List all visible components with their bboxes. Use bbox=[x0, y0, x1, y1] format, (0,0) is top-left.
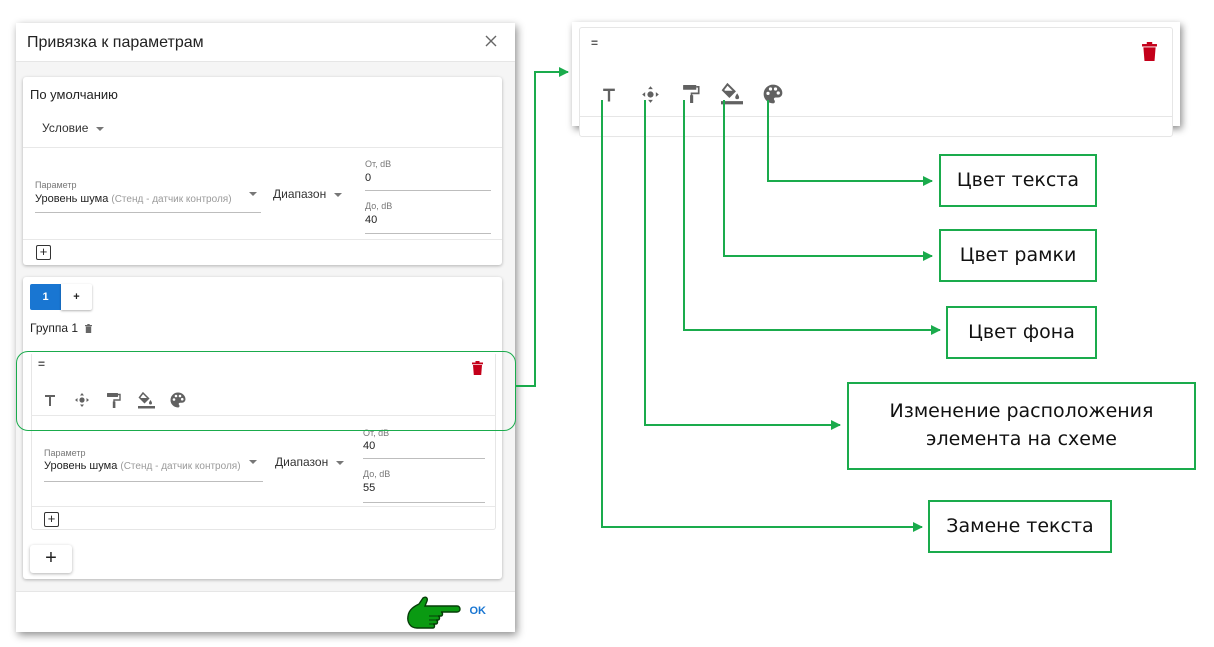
chevron-down-icon bbox=[334, 192, 343, 197]
from-input[interactable]: 40 bbox=[363, 440, 376, 452]
delete-element-icon[interactable] bbox=[472, 361, 483, 375]
condition-select-label: Условие bbox=[42, 121, 89, 135]
parameter-source: (Стенд - датчик контроля) bbox=[120, 461, 241, 472]
zoomed-element-card: = bbox=[579, 27, 1173, 137]
annotation-background-color: Цвет фона bbox=[946, 306, 1097, 359]
connector-move-element bbox=[644, 100, 841, 430]
move-icon bbox=[641, 85, 659, 103]
element-card: = bbox=[31, 354, 496, 530]
background-color-button[interactable] bbox=[680, 83, 702, 105]
parameter-value: Уровень шума bbox=[44, 460, 118, 472]
default-section-label: По умолчанию bbox=[30, 87, 118, 102]
to-underline bbox=[365, 233, 491, 234]
add-condition-button[interactable]: + bbox=[36, 245, 51, 260]
divider bbox=[32, 506, 495, 507]
condition-select[interactable]: Условие bbox=[42, 121, 105, 135]
bind-parameters-dialog: Привязка к параметрам По умолчанию Услов… bbox=[16, 23, 515, 632]
group-title-text: Группа 1 bbox=[30, 321, 79, 335]
chevron-down-icon bbox=[96, 126, 105, 131]
move-element-button[interactable] bbox=[72, 390, 92, 410]
tab-group-1[interactable]: 1 bbox=[30, 284, 61, 310]
add-group-tab[interactable]: + bbox=[61, 284, 92, 310]
parameter-source: (Стенд - датчик контроля) bbox=[111, 194, 232, 205]
move-element-button[interactable] bbox=[639, 83, 661, 105]
range-select-label: Диапазон bbox=[275, 455, 329, 469]
ok-button[interactable]: OK bbox=[469, 605, 487, 617]
text-icon bbox=[603, 88, 615, 101]
divider bbox=[31, 415, 496, 416]
range-select[interactable]: Диапазон bbox=[275, 455, 345, 469]
background-color-button[interactable] bbox=[104, 390, 124, 410]
delete-group-icon[interactable] bbox=[85, 324, 93, 333]
text-color-button[interactable] bbox=[762, 83, 784, 105]
annotation-text-color: Цвет текста bbox=[939, 154, 1097, 207]
range-select-label: Диапазон bbox=[273, 187, 327, 201]
from-label: От, dB bbox=[363, 428, 390, 438]
parameter-value: Уровень шума bbox=[35, 193, 109, 205]
from-label: От, dB bbox=[365, 159, 392, 169]
annotation-move-element: Изменение расположения элемента на схеме bbox=[847, 382, 1196, 470]
range-select[interactable]: Диапазон bbox=[273, 187, 343, 201]
add-condition-button[interactable]: + bbox=[44, 512, 59, 527]
annotation-replace-text: Замене текста bbox=[928, 500, 1112, 553]
fill-bucket-icon bbox=[137, 391, 155, 408]
drag-handle[interactable]: = bbox=[591, 36, 599, 50]
to-underline bbox=[363, 502, 485, 503]
groups-card: 1 + Группа 1 = bbox=[23, 277, 502, 579]
border-color-button[interactable] bbox=[136, 390, 156, 410]
parameter-select[interactable]: Уровень шума (Стенд - датчик контроля) bbox=[44, 460, 241, 472]
from-input[interactable]: 0 bbox=[365, 172, 372, 184]
paint-roller-icon bbox=[107, 392, 121, 408]
drag-handle[interactable]: = bbox=[38, 357, 46, 371]
dialog-title: Привязка к параметрам bbox=[27, 34, 204, 51]
connector-highlight-to-panel bbox=[516, 67, 569, 387]
text-color-button[interactable] bbox=[168, 390, 188, 410]
delete-element-icon[interactable] bbox=[1142, 42, 1157, 61]
to-label: До, dB bbox=[363, 469, 391, 479]
fill-bucket-icon bbox=[721, 83, 743, 105]
paint-roller-icon bbox=[682, 85, 700, 103]
annotation-border-color: Цвет рамки bbox=[939, 229, 1097, 282]
replace-text-button[interactable] bbox=[40, 390, 60, 410]
group-title: Группа 1 bbox=[30, 321, 93, 335]
to-input[interactable]: 40 bbox=[365, 214, 378, 226]
text-icon bbox=[45, 395, 55, 406]
dialog-body: По умолчанию Условие Параметр Уровень шу… bbox=[16, 62, 515, 591]
palette-icon bbox=[763, 84, 783, 104]
parameter-label: Параметр bbox=[35, 180, 77, 190]
parameter-underline bbox=[44, 481, 263, 482]
move-icon bbox=[75, 393, 89, 407]
parameter-underline bbox=[35, 212, 261, 213]
to-label: До, dB bbox=[365, 201, 393, 211]
from-underline bbox=[365, 190, 491, 191]
from-underline bbox=[363, 458, 485, 459]
to-input[interactable]: 55 bbox=[363, 482, 376, 494]
default-section-card: По умолчанию Условие Параметр Уровень шу… bbox=[23, 77, 502, 265]
chevron-down-icon bbox=[336, 460, 345, 465]
chevron-down-icon[interactable] bbox=[249, 192, 257, 196]
divider bbox=[23, 239, 502, 240]
palette-icon bbox=[170, 392, 186, 408]
parameter-label: Параметр bbox=[44, 448, 86, 458]
border-color-button[interactable] bbox=[721, 83, 743, 105]
element-toolbar bbox=[40, 390, 188, 410]
divider bbox=[580, 116, 1172, 117]
divider bbox=[23, 147, 502, 148]
chevron-down-icon[interactable] bbox=[249, 460, 257, 464]
element-toolbar bbox=[598, 83, 784, 105]
add-element-button[interactable]: + bbox=[30, 545, 72, 573]
dialog-header: Привязка к параметрам bbox=[16, 23, 515, 62]
replace-text-button[interactable] bbox=[598, 83, 620, 105]
parameter-select[interactable]: Уровень шума (Стенд - датчик контроля) bbox=[35, 193, 232, 205]
pointing-hand-icon bbox=[407, 596, 461, 629]
close-icon[interactable] bbox=[483, 33, 499, 49]
zoomed-element-panel: = bbox=[572, 22, 1180, 137]
